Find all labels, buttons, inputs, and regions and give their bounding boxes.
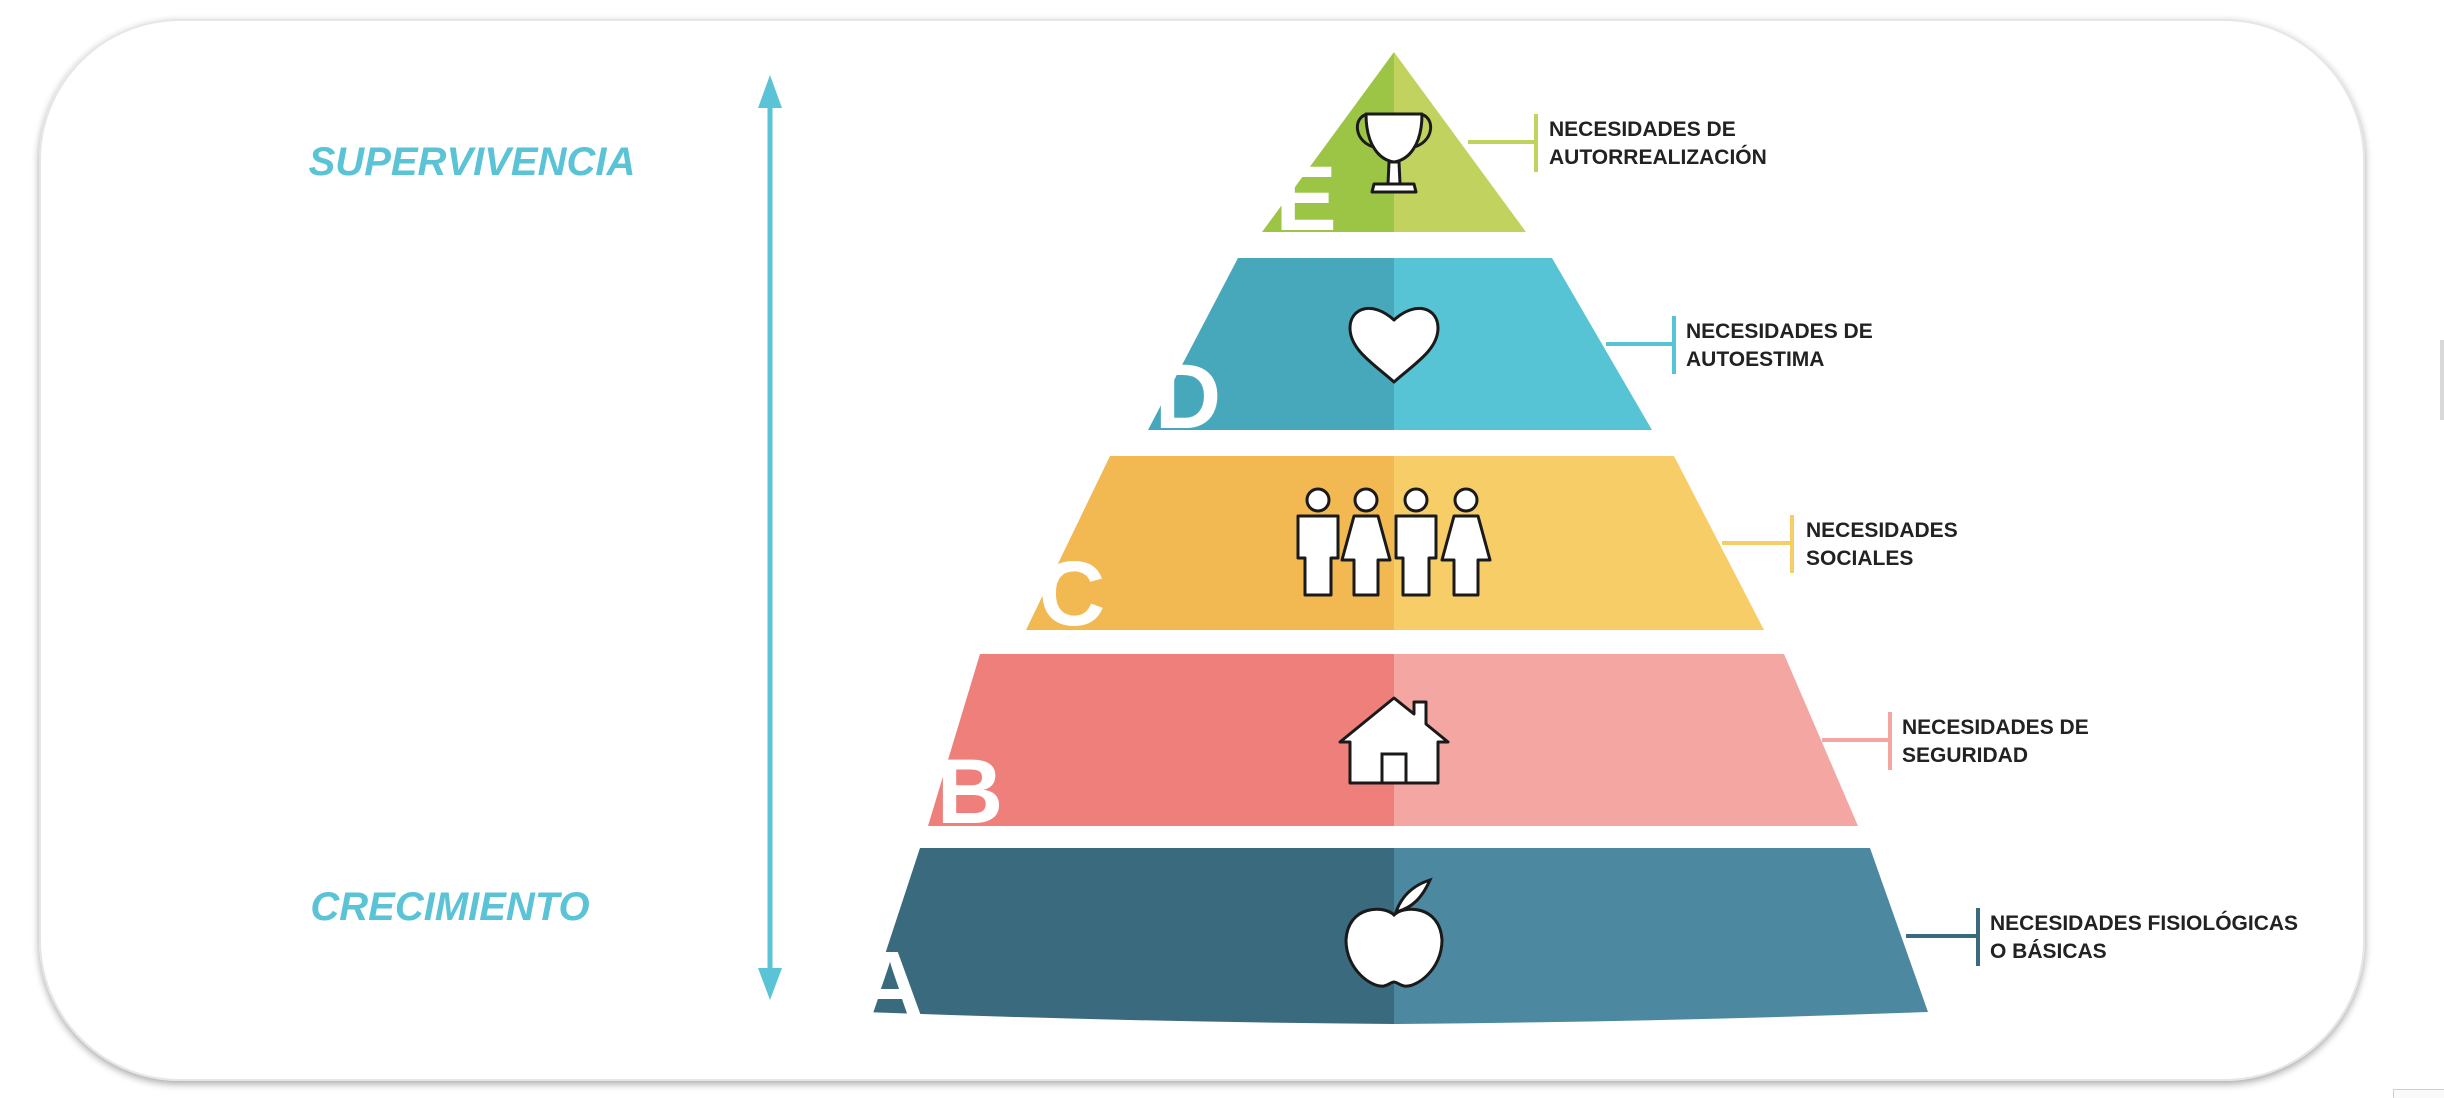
level-a-right-half xyxy=(1394,848,1928,1024)
pyramid-level-b: B NECESIDADES DE SEGURIDAD xyxy=(928,654,2095,843)
level-a-letter: A xyxy=(857,933,923,1035)
level-b-letter: B xyxy=(937,741,1003,843)
axis-bottom-label: CRECIMIENTO xyxy=(310,885,589,929)
level-a-label-line1: NECESIDADES FISIOLÓGICAS xyxy=(1990,911,2298,935)
level-c-letter: C xyxy=(1039,543,1105,645)
pyramid-level-a: A NECESIDADES FISIOLÓGICAS O BÁSICAS xyxy=(857,848,2304,1035)
level-d-label: NECESIDADES DE AUTOESTIMA xyxy=(1686,320,1879,371)
level-d-label-line2: AUTOESTIMA xyxy=(1686,348,1824,371)
level-c-left-half xyxy=(1026,456,1394,630)
level-e-label-line2: AUTORREALIZACIÓN xyxy=(1549,145,1767,169)
pyramid-level-c: C NECESIDADES SOCIALES xyxy=(1026,456,1964,645)
level-a-connector xyxy=(1906,908,1980,966)
level-c-label-line1: NECESIDADES xyxy=(1806,519,1958,542)
pyramid-level-d: D NECESIDADES DE AUTOESTIMA xyxy=(1148,258,1879,448)
level-c-right-half xyxy=(1394,456,1764,630)
people-icon xyxy=(1296,487,1492,597)
level-e-letter: E xyxy=(1275,148,1336,250)
axis-top-label: SUPERVIVENCIA xyxy=(309,140,636,184)
trophy-icon xyxy=(1355,112,1433,194)
level-e-right-half xyxy=(1394,52,1526,232)
level-b-left-half xyxy=(928,654,1394,826)
level-c-label-line2: SOCIALES xyxy=(1806,547,1913,570)
level-e-label: NECESIDADES DE AUTORREALIZACIÓN xyxy=(1549,118,1767,169)
level-a-left-half xyxy=(866,848,1394,1024)
arrow-down-icon xyxy=(758,968,782,1000)
scrollbar-tick xyxy=(2440,340,2444,420)
arrow-up-icon xyxy=(758,75,782,108)
vertical-axis-arrow xyxy=(758,75,782,1000)
level-b-connector xyxy=(1822,712,1892,770)
heart-icon xyxy=(1348,307,1440,384)
level-a-label-line2: O BÁSICAS xyxy=(1990,940,2107,963)
house-icon xyxy=(1338,696,1450,785)
level-c-connector xyxy=(1722,515,1794,573)
level-a-label: NECESIDADES FISIOLÓGICAS O BÁSICAS xyxy=(1990,911,2304,963)
level-b-label: NECESIDADES DE SEGURIDAD xyxy=(1902,716,2095,767)
pyramid-level-e: E NECESIDADES DE AUTORREALIZACIÓN xyxy=(1262,52,1767,250)
level-b-label-line2: SEGURIDAD xyxy=(1902,744,2028,767)
level-e-left-half xyxy=(1262,52,1394,232)
level-e-connector xyxy=(1468,114,1538,172)
level-d-label-line1: NECESIDADES DE xyxy=(1686,320,1873,343)
level-b-label-line1: NECESIDADES DE xyxy=(1902,716,2089,739)
level-b-right-half xyxy=(1394,654,1858,826)
level-d-letter: D xyxy=(1155,346,1221,448)
level-c-label: NECESIDADES SOCIALES xyxy=(1806,519,1964,570)
level-d-right-half xyxy=(1394,258,1652,430)
apple-icon xyxy=(1344,877,1444,988)
level-e-label-line1: NECESIDADES DE xyxy=(1549,118,1736,141)
level-d-connector xyxy=(1606,316,1676,374)
level-d-left-half xyxy=(1148,258,1394,430)
corner-resize-handle[interactable] xyxy=(2393,1089,2444,1098)
